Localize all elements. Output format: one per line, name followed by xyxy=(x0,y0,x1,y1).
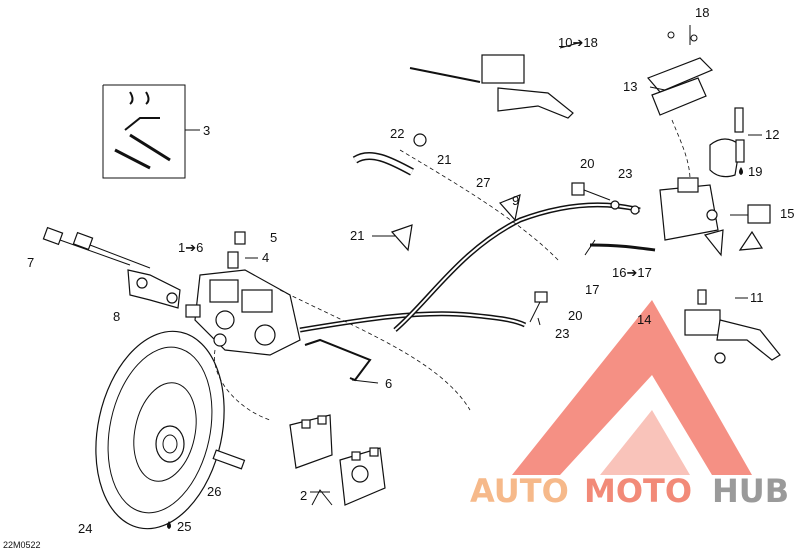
label-24: 24 xyxy=(78,521,92,536)
hose-ring xyxy=(413,133,427,147)
label-26: 26 xyxy=(207,484,221,499)
hose-clamp xyxy=(390,224,413,252)
label-7: 7 xyxy=(27,255,34,270)
boot xyxy=(738,230,764,251)
label-22: 22 xyxy=(390,126,404,141)
label-20-lower: 20 xyxy=(568,308,582,323)
brake-lever xyxy=(684,289,781,364)
vent-hose xyxy=(352,152,414,176)
hose-guide xyxy=(498,194,521,222)
label-25: 25 xyxy=(177,519,191,534)
label-23-lower: 23 xyxy=(555,326,569,341)
master-cylinder xyxy=(659,177,724,257)
label-11: 11 xyxy=(750,290,764,305)
callout-labels: 1➔6 2 3 4 5 6 7 8 9 10➔18 11 12 13 14 15… xyxy=(27,5,794,536)
label-6: 6 xyxy=(385,376,392,391)
brake-hoses xyxy=(299,202,656,333)
label-2: 2 xyxy=(300,488,307,503)
brake-caliper xyxy=(185,269,301,356)
label-9: 9 xyxy=(512,193,519,208)
parking-lever xyxy=(409,54,574,119)
guide-line-4 xyxy=(671,119,691,181)
label-16: 16➔17 xyxy=(612,265,652,280)
leader-lines xyxy=(185,25,762,493)
label-5: 5 xyxy=(270,230,277,245)
reservoir-cover xyxy=(646,31,714,116)
cap xyxy=(747,204,771,224)
label-23-upper: 23 xyxy=(618,166,632,181)
handlebar-clamp xyxy=(709,107,745,178)
watermark-part-3: HUB xyxy=(712,472,789,510)
label-12: 12 xyxy=(765,127,779,142)
label-19: 19 xyxy=(748,164,762,179)
spring-clip xyxy=(304,338,372,382)
pin xyxy=(212,449,246,470)
grease-drop-icon xyxy=(167,521,171,529)
guide-line xyxy=(279,289,471,411)
pin-kit xyxy=(102,84,186,179)
watermark-logo xyxy=(512,300,752,475)
caliper-bracket xyxy=(127,269,181,309)
label-1: 1➔6 xyxy=(178,240,203,255)
guide-line-2 xyxy=(214,349,271,421)
label-14: 14 xyxy=(637,312,651,327)
brake-disc xyxy=(95,330,225,530)
label-27: 27 xyxy=(476,175,490,190)
watermark-part-1: AUTO xyxy=(470,472,569,510)
caliper-bolts xyxy=(42,226,151,269)
label-10: 10➔18 xyxy=(558,35,598,50)
brake-pads xyxy=(289,414,386,506)
label-3: 3 xyxy=(203,123,210,138)
label-18: 18 xyxy=(695,5,709,20)
diagram-code: 22M0522 xyxy=(3,540,41,550)
banjo-bolt-lower xyxy=(529,291,548,323)
label-8: 8 xyxy=(113,309,120,324)
label-20-upper: 20 xyxy=(580,156,594,171)
bleed-screw xyxy=(227,231,246,269)
watermark-text: AUTO MOTO HUB xyxy=(470,472,789,510)
banjo-bolt-upper xyxy=(571,182,640,215)
label-21-upper: 21 xyxy=(437,152,451,167)
arrow-pointers xyxy=(311,235,395,506)
guide-line-3 xyxy=(399,149,561,263)
label-13: 13 xyxy=(623,79,637,94)
label-15: 15 xyxy=(780,206,794,221)
label-21-lower: 21 xyxy=(350,228,364,243)
oil-drop-icon xyxy=(739,167,743,175)
watermark-part-2: MOTO xyxy=(584,472,692,510)
label-17: 17 xyxy=(585,282,599,297)
label-4: 4 xyxy=(262,250,269,265)
